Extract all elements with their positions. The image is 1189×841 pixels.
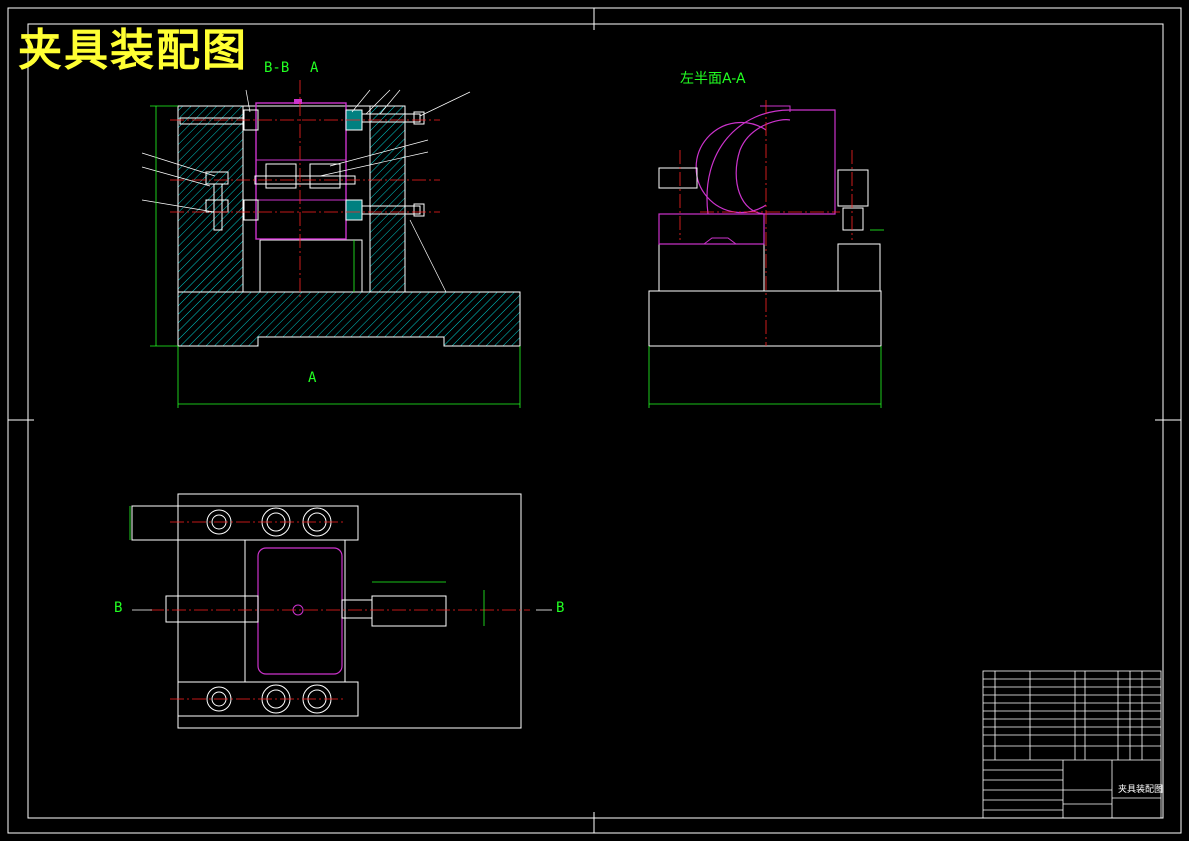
top-view — [129, 493, 552, 729]
left-view-label: 左半面A-A — [680, 71, 746, 87]
section-a-label-bottom: A — [308, 370, 317, 386]
section-bb-label: B-B — [264, 60, 290, 76]
sheet-frame — [7, 7, 1182, 834]
title-block — [982, 670, 1162, 819]
b-label-left: B — [114, 600, 123, 616]
drawing-title: 夹具装配图 — [18, 25, 248, 76]
section-view-bb — [141, 80, 521, 408]
titleblock-name: 夹具装配图 — [1118, 785, 1164, 795]
b-label-right: B — [556, 600, 565, 616]
left-view-aa — [648, 100, 884, 408]
section-a-label-top: A — [310, 60, 319, 76]
